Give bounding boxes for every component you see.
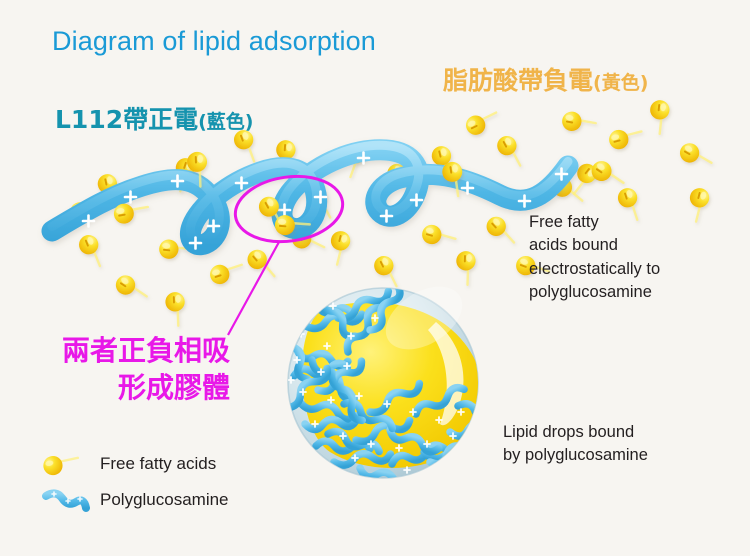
legend-item-polyglucosamine: Polyglucosamine — [40, 486, 340, 522]
positive-charge-group — [81, 151, 569, 250]
positive-charge — [188, 236, 203, 250]
annotation-bound-fatty-acids-line2: acids bound — [529, 236, 618, 255]
label-fatty-acid-charge-main: 脂肪酸帶負電 — [443, 66, 594, 95]
positive-charge — [81, 214, 96, 228]
positive-charge — [356, 151, 371, 165]
annotation-lipid-drops: Lipid drops bound by polyglucosamine — [503, 421, 648, 468]
label-attraction-line2: 形成膠體 — [118, 370, 231, 404]
legend: Free fatty acids Polyglucosamine — [40, 450, 340, 522]
legend-item-free-fatty-acids: Free fatty acids — [40, 450, 340, 486]
label-polymer-charge-main: L112帶正電 — [55, 105, 199, 134]
label-polymer-charge-paren: (藍色) — [198, 111, 254, 133]
micelle-lipid-droplet — [287, 286, 479, 479]
label-fatty-acid-charge: 脂肪酸帶負電(黃色) — [443, 66, 648, 96]
callout-leader-line — [227, 241, 280, 336]
page-title: Diagram of lipid adsorption — [52, 26, 376, 56]
annotation-bound-fatty-acids-line4: polyglucosamine — [529, 283, 652, 302]
legend-label-polyglucosamine: Polyglucosamine — [100, 490, 229, 509]
positive-charge — [123, 190, 138, 204]
positive-charge — [554, 167, 569, 181]
positive-charge — [170, 174, 185, 188]
polyglucosamine-icon — [40, 486, 92, 520]
shell-specular-highlight — [385, 286, 463, 350]
label-attraction: 兩者正負相吸形成膠體 — [62, 333, 230, 407]
positive-charge — [313, 190, 328, 204]
highlight-ellipse — [233, 174, 345, 244]
positive-charge — [206, 219, 221, 233]
label-attraction-line1: 兩者正負相吸 — [62, 334, 231, 367]
annotation-bound-fatty-acids: Free fatty acids bound electrostatically t… — [529, 211, 660, 305]
annotation-bound-fatty-acids-line3: electrostatically to — [529, 259, 661, 278]
positive-charge — [379, 209, 394, 223]
annotation-lipid-drops-line2: by polyglucosamine — [503, 446, 648, 465]
positive-charge — [277, 203, 292, 217]
positive-charge — [460, 181, 475, 195]
label-polymer-charge: L112帶正電(藍色) — [55, 105, 254, 135]
annotation-bound-fatty-acids-line1: Free fatty — [529, 213, 599, 231]
highlight-callout — [227, 174, 345, 336]
positive-charge — [517, 194, 532, 208]
annotation-lipid-drops-line1: Lipid drops bound — [503, 423, 635, 441]
positive-charge — [409, 193, 424, 207]
fatty-acid-icon — [40, 450, 92, 484]
legend-label-free-fatty-acids: Free fatty acids — [100, 454, 217, 473]
positive-charge — [234, 176, 249, 190]
core-specular-highlight — [428, 322, 464, 426]
label-fatty-acid-charge-paren: (黃色) — [593, 72, 649, 94]
